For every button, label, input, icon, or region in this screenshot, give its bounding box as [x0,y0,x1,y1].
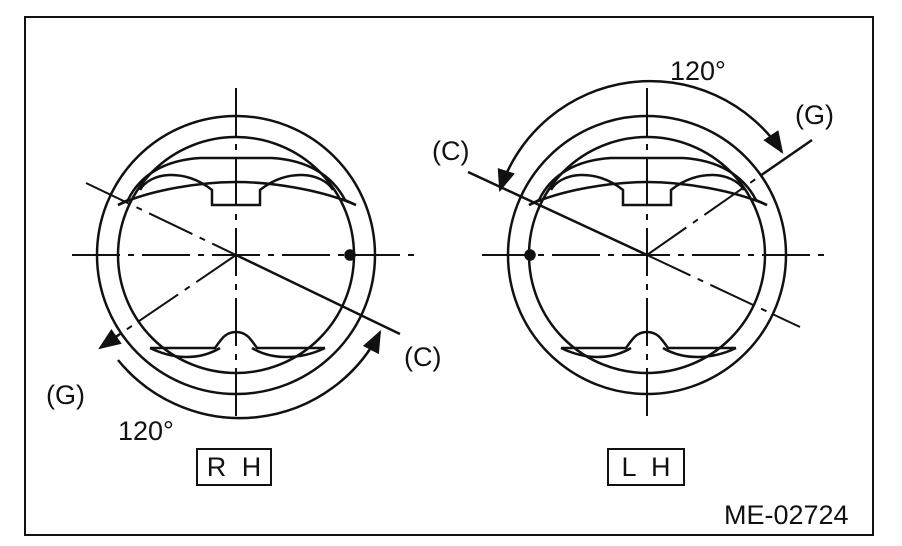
figure-frame [24,16,874,536]
piston-rh-top-boss-outline [126,156,347,201]
piston-rh-angle-label: 120° [118,416,174,446]
piston-rh-top-boss [138,173,335,207]
piston-rh [72,88,420,420]
piston-lh-g-line [759,138,813,178]
piston-lh-angle-arc [497,79,784,193]
piston-rh-angle-arc [117,329,382,420]
figure-id: ME-02724 [724,500,849,530]
piston-rh-pin-marker [344,249,356,261]
piston-lh-side-label: L H [607,448,685,486]
piston-rh-top-skirt [117,180,357,207]
piston-rh-c-line [235,253,401,336]
piston-rh-side-label: R H [196,448,272,486]
piston-rh-compression-label: (C) [404,342,442,372]
piston-rh-bottom-boss [150,330,325,350]
piston-lh-gap-label: (G) [795,100,834,130]
piston-lh-bottom-boss [561,330,736,350]
piston-lh-compression-label: (C) [432,136,470,166]
piston-lh-angle-label: 120° [670,56,726,86]
piston-lh-pin-marker [524,249,536,261]
piston-rh-gap-label: (G) [46,380,85,410]
piston-lh [467,79,830,420]
piston-rh-g-arrow [98,329,122,350]
